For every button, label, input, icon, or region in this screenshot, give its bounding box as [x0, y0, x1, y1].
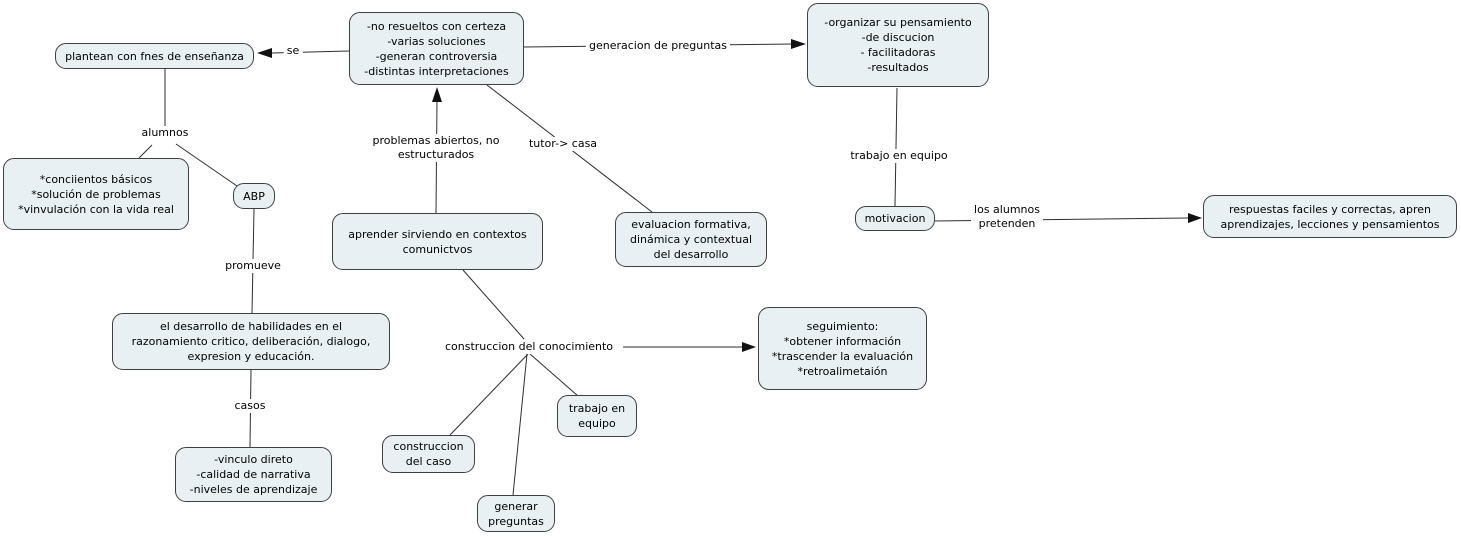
- link-label-generacion-de-preguntas[interactable]: generacion de preguntas: [585, 39, 731, 53]
- arrowhead-los-alumnos: [1188, 213, 1202, 223]
- node-evaluacion-formativa[interactable]: evaluacion formativa, dinámica y context…: [615, 212, 767, 267]
- link-label-alumnos[interactable]: alumnos: [138, 126, 192, 140]
- link-label-se[interactable]: se: [283, 44, 303, 58]
- node-seguimiento[interactable]: seguimiento: *obtener información *trasc…: [758, 307, 927, 390]
- link-label-casos[interactable]: casos: [231, 399, 269, 413]
- node-trabajo-en-equipo[interactable]: trabajo en equipo: [557, 395, 637, 437]
- link-label-tutor-casa[interactable]: tutor-> casa: [525, 137, 601, 151]
- node-organizar-pensamiento[interactable]: -organizar su pensamiento -de discucion …: [807, 3, 989, 87]
- node-aprender-sirviendo[interactable]: aprender sirviendo en contextos comunict…: [332, 213, 543, 270]
- link-label-problemas-abiertos[interactable]: problemas abiertos, no estructurados: [369, 134, 503, 162]
- node-generar-preguntas[interactable]: generar preguntas: [477, 495, 555, 532]
- edge-trabajo: [894, 87, 898, 207]
- edge-hub-generar: [512, 353, 528, 496]
- arrowhead-generacion: [791, 39, 806, 49]
- edge-hub-equipo: [529, 353, 579, 397]
- node-abp[interactable]: ABP: [233, 183, 275, 209]
- link-label-promueve[interactable]: promueve: [222, 259, 284, 273]
- node-conocimientos-basicos[interactable]: *conciientos básicos *solución de proble…: [3, 158, 189, 230]
- node-vinculo-directo[interactable]: -vinculo direto -calidad de narrativa -n…: [175, 447, 332, 502]
- link-label-construccion-del-conocimiento[interactable]: construccion del conocimiento: [441, 340, 617, 354]
- link-label-trabajo-en-equipo[interactable]: trabajo en equipo: [847, 149, 951, 163]
- edge-hub-caso: [449, 353, 529, 436]
- link-label-los-alumnos-pretenden[interactable]: los alumnos pretenden: [971, 203, 1043, 231]
- arrowhead-seguimiento: [742, 342, 756, 352]
- arrowhead-problemas: [432, 87, 442, 102]
- node-plantean-con-fnes[interactable]: plantean con fnes de enseñanza: [55, 43, 254, 69]
- node-respuestas-faciles[interactable]: respuestas faciles y correctas, apren ap…: [1203, 195, 1457, 238]
- node-no-resueltos[interactable]: -no resueltos con certeza -varias soluci…: [349, 12, 524, 85]
- edge-aprender-hub: [462, 269, 525, 340]
- node-motivacion[interactable]: motivacion: [855, 206, 935, 231]
- arrowhead-se: [257, 48, 272, 58]
- node-construccion-del-caso[interactable]: construccion del caso: [382, 435, 475, 473]
- node-desarrollo-habilidades[interactable]: el desarrollo de habilidades en el razon…: [112, 313, 390, 370]
- edge-alumnos-conocimientos: [138, 144, 153, 159]
